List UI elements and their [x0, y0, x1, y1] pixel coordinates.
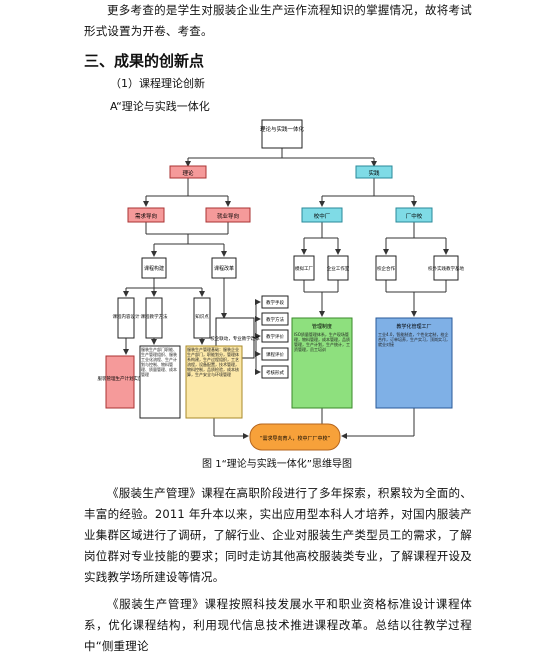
svg-text:就业导向: 就业导向 — [217, 212, 239, 220]
reform-node: 课程改革 — [211, 257, 237, 279]
svg-text:服装管理生产计划实施: 服装管理生产计划实施 — [98, 375, 143, 382]
content-design-node: 课程内容设计 — [113, 297, 140, 339]
external-base-node: 校外实践教学基地 — [428, 255, 464, 281]
factory-school-node: 厂中校 — [395, 207, 433, 223]
figure-caption: 图 1“理论与实践一体化”思维导图 — [202, 459, 352, 470]
svg-text:考核形式: 考核形式 — [266, 369, 284, 376]
svg-text:模拟工厂: 模拟工厂 — [295, 265, 313, 272]
svg-text:管理制度: 管理制度 — [312, 323, 332, 330]
bottom-result-node: “需求导向育人，校中厂厂中校” — [249, 423, 341, 451]
svg-text:校企联动，专业教学改革: 校企联动，专业教学改革 — [210, 335, 260, 342]
enterprise-studio-node: 企业工作室 — [327, 255, 350, 281]
svg-text:教学化管理工厂: 教学化管理工厂 — [396, 323, 431, 330]
intro-paragraph: 更多考查的是学生对服装企业生产运作流程知识的掌握情况，故将考试形式设置为开卷、考… — [84, 3, 472, 38]
knowledge-point-node: 知识点 — [193, 297, 211, 339]
school-enterprise-node: 校企合作 — [375, 255, 397, 281]
svg-text:课程内容设计: 课程内容设计 — [113, 313, 140, 320]
curriculum-node: 课程构建 — [141, 257, 167, 279]
blue-box: 教学化管理工厂 工业4.0，智能制造，个性化定制，校企合作，订单培养，生产实习，… — [375, 317, 453, 409]
svg-text:实践: 实践 — [368, 169, 380, 177]
svg-text:课程构建: 课程构建 — [144, 265, 164, 272]
svg-text:需求导向: 需求导向 — [135, 212, 157, 220]
theory-node: 理论 — [169, 165, 207, 179]
middle-box: 服装生产部门职能、生产管理组织、服装工业化流程、生产计划与控制、物料管理、质量管… — [139, 345, 181, 419]
svg-text:校中厂: 校中厂 — [314, 212, 331, 220]
svg-text:教学评价: 教学评价 — [266, 333, 284, 340]
svg-text:理论与实践一体化: 理论与实践一体化 — [260, 125, 305, 133]
practice-node: 实践 — [355, 165, 393, 179]
svg-text:知识点: 知识点 — [195, 313, 209, 320]
svg-text:课程教学方法: 课程教学方法 — [141, 313, 168, 320]
svg-text:校外实践教学基地: 校外实践教学基地 — [428, 265, 464, 272]
school-factory-node: 校中厂 — [301, 207, 343, 223]
green-box: 管理制度 ISO质量管理体系，生产现场管理，物料管理，成本管理，品质管理，生产计… — [291, 317, 353, 409]
method-box-1: 教学手段 — [261, 295, 289, 309]
svg-text:理论: 理论 — [182, 169, 194, 177]
method-box-2: 教学方法 — [261, 312, 289, 326]
body-paragraph-1: 《服装生产管理》课程在高职阶段进行了多年探索，积累较为全面的、丰富的经验。201… — [84, 486, 472, 584]
subsection-subtitle: A“理论与实践一体化 — [110, 100, 210, 113]
need-oriented-node: 需求导向 — [127, 207, 165, 223]
mind-map-diagram: 理论与实践一体化 理论 实践 需求导向 就业导向 校中厂 厂中校 课程构建 课程… — [98, 119, 464, 451]
method-box-4: 课程评价 — [261, 347, 289, 361]
method-box-3: 教学评价 — [261, 329, 289, 343]
yellow-box: 服装生产管理基础：服装企业生产部门，职能划分，管理体系构建，生产过程组织，工艺流… — [185, 345, 243, 419]
simulated-factory-node: 模拟工厂 — [293, 255, 315, 281]
svg-text:“需求导向育人，校中厂厂中校”: “需求导向育人，校中厂厂中校” — [260, 435, 331, 442]
subsection-title: （1）课程理论创新 — [110, 77, 205, 90]
svg-text:课程改革: 课程改革 — [214, 265, 234, 272]
svg-text:企业工作室: 企业工作室 — [327, 265, 350, 272]
svg-text:教学手段: 教学手段 — [266, 299, 284, 306]
section-heading: 三、成果的创新点 — [84, 52, 205, 70]
svg-text:校企合作: 校企合作 — [377, 265, 395, 272]
svg-text:厂中校: 厂中校 — [406, 212, 423, 220]
employment-oriented-node: 就业导向 — [205, 207, 251, 223]
red-box: 服装管理生产计划实施 — [98, 355, 143, 409]
diagram-root-node: 理论与实践一体化 — [260, 119, 305, 149]
body-paragraph-2: 《服装生产管理》课程按照科技发展水平和职业资格标准设计课程体系，优化课程结构，利… — [84, 597, 472, 653]
teaching-method-node: 课程教学方法 — [141, 297, 168, 339]
svg-text:课程评价: 课程评价 — [266, 351, 284, 358]
svg-text:教学方法: 教学方法 — [266, 316, 284, 323]
method-box-5: 考核形式 — [261, 365, 289, 379]
